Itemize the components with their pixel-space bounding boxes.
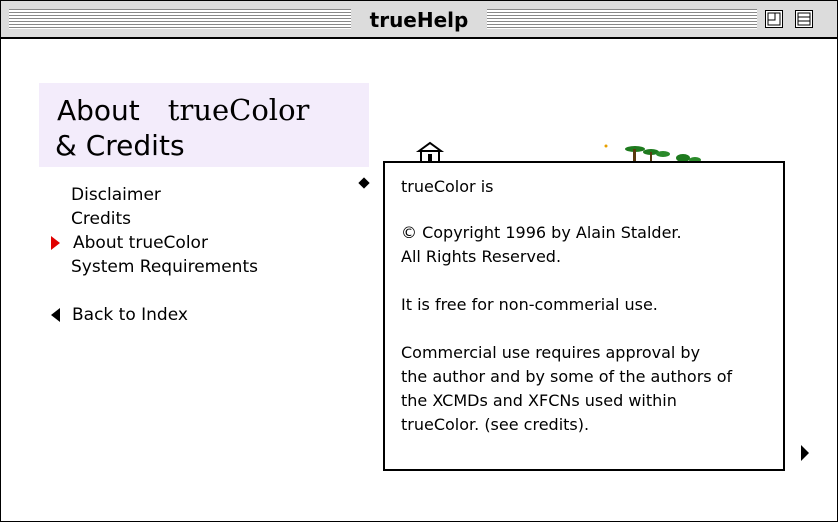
nav-item-credits[interactable]: Credits — [71, 209, 131, 229]
title-stripes-left — [9, 9, 351, 29]
back-to-index-link[interactable]: Back to Index — [72, 305, 188, 325]
red-triangle-icon — [51, 236, 60, 250]
diamond-icon — [358, 177, 370, 189]
nav-item-about-truecolor[interactable]: About trueColor — [73, 233, 208, 253]
zoom-box-icon[interactable] — [765, 10, 783, 28]
paragraph-intro: trueColor is — [401, 177, 494, 196]
right-triangle-icon[interactable] — [801, 445, 809, 461]
paragraph-commercial: Commercial use requires approval by the … — [401, 343, 733, 434]
title-stripes-right — [487, 9, 757, 29]
house-icon — [415, 141, 445, 163]
window-title: trueHelp — [353, 7, 485, 33]
paragraph-copyright: © Copyright 1996 by Alain Stalder. All R… — [401, 223, 682, 266]
heading-product-name: trueColor — [167, 93, 310, 127]
title-bar[interactable]: trueHelp — [1, 1, 837, 39]
left-triangle-icon[interactable] — [51, 308, 60, 322]
collapse-box-icon[interactable] — [795, 10, 813, 28]
heading-credits: & Credits — [55, 129, 185, 162]
nav-item-system-requirements[interactable]: System Requirements — [71, 257, 258, 277]
heading-line-1: About trueColor — [57, 93, 309, 127]
page-heading: About trueColor & Credits — [39, 83, 369, 167]
heading-about: About — [57, 94, 140, 127]
info-text-box: trueColor is © Copyright 1996 by Alain S… — [383, 161, 785, 471]
tree-icon — [604, 144, 701, 163]
nav-item-disclaimer[interactable]: Disclaimer — [71, 185, 161, 205]
paragraph-license: It is free for non-commerial use. — [401, 295, 658, 314]
